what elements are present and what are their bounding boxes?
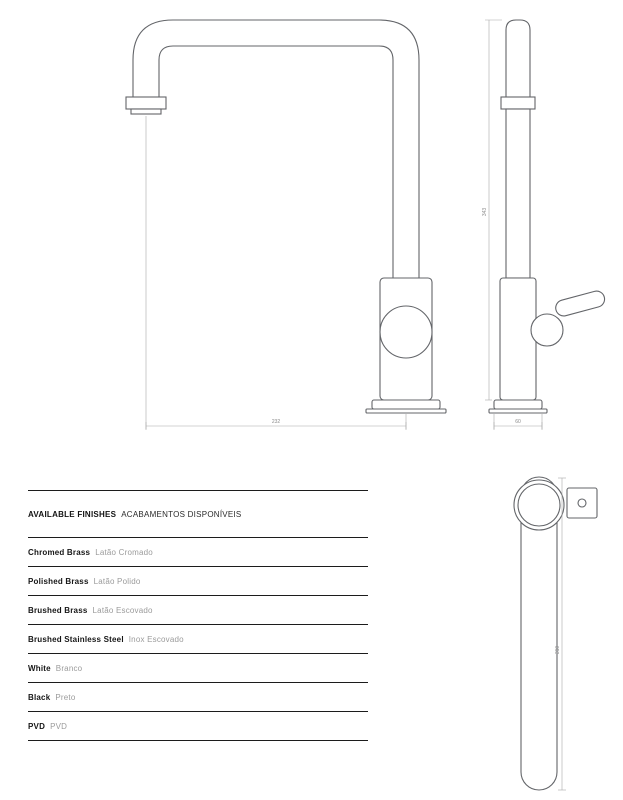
front-base-plate xyxy=(365,408,447,414)
finish-name-en: Brushed Brass xyxy=(28,605,88,615)
side-spout-upper xyxy=(505,19,531,98)
front-nozzle-tip xyxy=(130,108,162,115)
top-body-circle-outer xyxy=(513,479,565,531)
finish-row-polished-brass: Polished Brass Latão Polido xyxy=(28,566,368,595)
finish-name-pt: Preto xyxy=(55,692,76,702)
side-body xyxy=(499,277,537,401)
side-base-plate xyxy=(488,408,548,414)
side-base-flange xyxy=(493,399,543,410)
side-dim-height-label: 343 xyxy=(482,208,488,217)
finishes-table: AVAILABLE FINISHES ACABAMENTOS DISPONÍVE… xyxy=(28,490,368,741)
finish-name-en: PVD xyxy=(28,721,46,731)
side-spout-lower xyxy=(505,108,531,279)
top-body-circle-inner xyxy=(517,483,561,527)
top-spout-outline xyxy=(520,476,558,791)
front-dim-reach: 232 xyxy=(145,116,407,430)
finish-row-white: White Branco xyxy=(28,653,368,682)
side-dim-height: 343 xyxy=(482,19,502,401)
finish-name-pt: Latão Polido xyxy=(93,576,141,586)
front-dim-reach-label: 232 xyxy=(272,419,281,425)
finish-name-pt: Latão Cromado xyxy=(95,547,153,557)
finish-name-pt: Latão Escovado xyxy=(92,605,153,615)
finish-name-en: Chromed Brass xyxy=(28,547,91,557)
side-lever-handle xyxy=(555,290,606,317)
finishes-header-en: AVAILABLE FINISHES xyxy=(28,509,117,519)
faucet-front-view: 232 xyxy=(125,19,447,430)
top-handle-dot xyxy=(577,498,587,508)
front-base-flange xyxy=(371,399,441,410)
finish-name-en: Polished Brass xyxy=(28,576,89,586)
front-spout-outer xyxy=(132,19,420,278)
top-dim-length-label: 310 xyxy=(555,646,561,655)
side-dim-base: 60 xyxy=(493,414,543,430)
front-knob xyxy=(379,305,433,359)
finishes-header-pt: ACABAMENTOS DISPONÍVEIS xyxy=(121,509,242,519)
finish-name-pt: Branco xyxy=(55,663,83,673)
finish-name-en: Black xyxy=(28,692,51,702)
finish-row-black: Black Preto xyxy=(28,682,368,711)
faucet-top-view: 310 xyxy=(513,476,598,791)
side-nozzle-flange xyxy=(500,96,536,110)
faucet-side-view: 343 60 xyxy=(482,19,606,430)
finish-name-en: White xyxy=(28,663,51,673)
finish-name-en: Brushed Stainless Steel xyxy=(28,634,124,644)
finish-row-pvd: PVD PVD xyxy=(28,711,368,740)
finish-name-pt: Inox Escovado xyxy=(128,634,184,644)
finish-row-brushed-brass: Brushed Brass Latão Escovado xyxy=(28,595,368,624)
finish-row-brushed-stainless-steel: Brushed Stainless Steel Inox Escovado xyxy=(28,624,368,653)
front-nozzle-flange xyxy=(125,96,167,110)
side-lever-pivot xyxy=(530,313,564,347)
front-spout-inner xyxy=(158,45,394,278)
side-dim-base-label: 60 xyxy=(515,419,521,425)
finishes-header: AVAILABLE FINISHES ACABAMENTOS DISPONÍVE… xyxy=(28,491,368,537)
finish-row-chromed-brass: Chromed Brass Latão Cromado xyxy=(28,537,368,566)
top-handle-square xyxy=(566,487,598,519)
finish-name-pt: PVD xyxy=(50,721,68,731)
top-dim-length: 310 xyxy=(555,477,566,791)
